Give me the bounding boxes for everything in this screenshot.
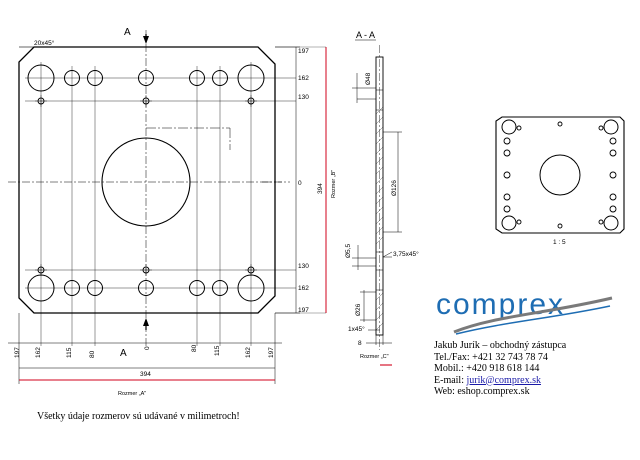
dim-right-197-top: 197 <box>298 48 309 55</box>
dim-bottom-0: 0 <box>144 346 151 350</box>
dim-bottom-115-right: 115 <box>214 345 221 356</box>
dim-bottom-162-left: 162 <box>35 347 42 358</box>
dim-overall-height: 394 <box>317 183 324 194</box>
dim-section-d126: Ø126 <box>391 180 398 196</box>
dim-right-130-top: 130 <box>298 94 309 101</box>
contact-web-label: Web: <box>434 386 455 397</box>
main-plate <box>8 30 296 346</box>
contact-email-label: E-mail: <box>434 374 464 386</box>
rozmer-c-label: Rozmer „C" <box>360 354 389 360</box>
bottom-dimension-lines <box>8 313 282 384</box>
dim-section-chamfer-1: 1x45° <box>348 325 365 333</box>
dim-right-162-bottom: 162 <box>298 285 309 292</box>
contact-email-link[interactable]: jurik@comprex.sk <box>466 374 541 386</box>
comprex-logo: comprex <box>436 288 613 335</box>
contact-web-link[interactable]: eshop.comprex.sk <box>457 386 530 397</box>
dim-bottom-197-left: 197 <box>14 347 21 358</box>
contact-email-row: E-mail: jurik@comprex.sk <box>434 375 566 387</box>
rozmer-b-label: Rozmer „B" <box>331 170 337 198</box>
dim-bottom-162-right: 162 <box>245 347 252 358</box>
dim-section-thickness: 8 <box>358 340 362 347</box>
scale-label: 1 : 5 <box>553 239 566 246</box>
right-dimension-lines <box>275 46 327 314</box>
section-profile <box>352 45 402 350</box>
dim-bottom-197-right: 197 <box>268 347 275 358</box>
dim-overall-width: 394 <box>140 371 151 378</box>
contact-mobil: Mobil.: +420 918 618 144 <box>434 363 540 374</box>
section-label-a-top: A <box>124 27 131 38</box>
contact-block: Jakub Jurík – obchodný zástupca Tel./Fax… <box>434 340 566 398</box>
dim-bottom-80-left: 80 <box>89 350 96 358</box>
contact-name: Jakub Jurík – obchodný zástupca <box>434 340 567 351</box>
section-label-a-bottom: A <box>120 348 127 359</box>
dim-bottom-80-right: 80 <box>191 344 198 352</box>
dim-section-d5-5: Ø5,5 <box>345 244 352 258</box>
contact-web-row: Web: eshop.comprex.sk <box>434 386 566 398</box>
dim-section-d48: Ø48 <box>365 72 372 85</box>
contact-tel: Tel./Fax: +421 32 743 78 74 <box>434 351 548 363</box>
section-title: A - A <box>356 30 375 40</box>
dim-right-0: 0 <box>298 180 302 187</box>
dim-right-197-bottom: 197 <box>298 307 309 314</box>
thumbnail-plate <box>495 116 625 234</box>
dim-section-d26: Ø26 <box>355 303 362 316</box>
dim-right-130-bottom: 130 <box>298 263 309 270</box>
rozmer-a-label: Rozmer „A" <box>118 391 146 397</box>
comprex-logo-text: comprex <box>436 288 565 321</box>
dim-section-chamfer-375: 3,75x45° <box>393 250 419 258</box>
dim-right-162-top: 162 <box>298 75 309 82</box>
dim-bottom-115-left: 115 <box>66 347 73 358</box>
units-note: Všetky údaje rozmerov sú udávané v milim… <box>37 411 240 422</box>
chamfer-top-label: 20x45° <box>34 39 55 47</box>
